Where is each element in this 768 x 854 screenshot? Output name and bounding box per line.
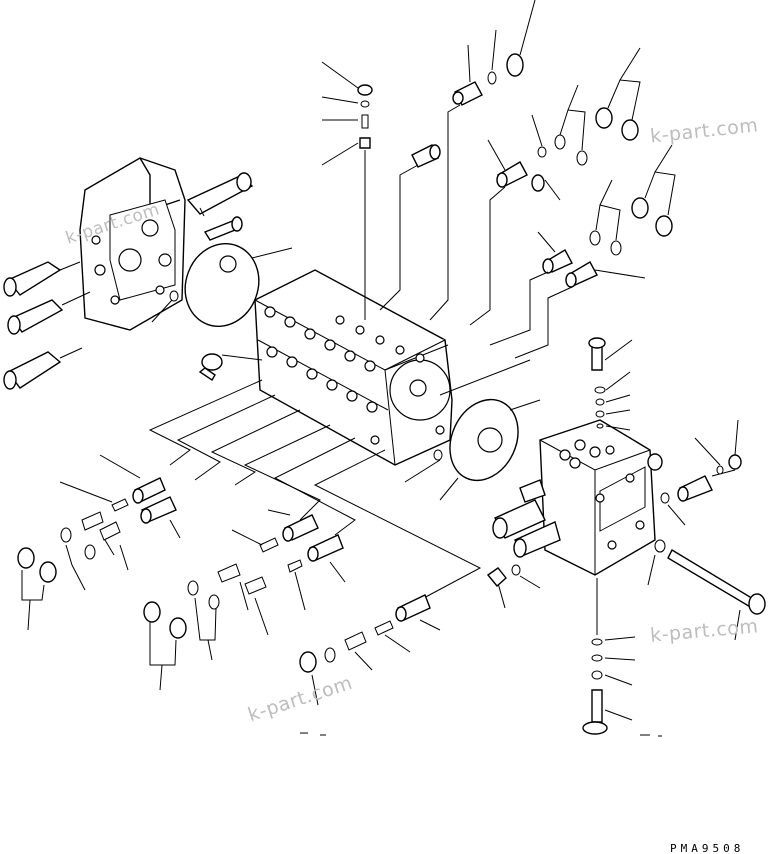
top-oring-pairs xyxy=(554,47,641,166)
top-plug-1 xyxy=(429,0,536,321)
top-poppet-stack xyxy=(321,61,373,320)
plug-right-top xyxy=(694,419,742,475)
spring-group-1 xyxy=(60,511,129,591)
spring-group-3 xyxy=(299,631,373,706)
top-fitting-center xyxy=(379,144,441,311)
relief-valve-upper-right xyxy=(186,172,254,217)
routing-lines xyxy=(148,359,531,601)
top-plug-2 xyxy=(469,114,561,326)
mid-plug-3 xyxy=(489,231,573,346)
valve-body-holes xyxy=(264,306,445,445)
long-bolt xyxy=(647,539,766,641)
spool-group-1 xyxy=(59,454,181,539)
mid-oring-pairs xyxy=(589,144,676,256)
relief-valve-left-2 xyxy=(7,291,91,335)
mid-plug-4 xyxy=(514,261,646,359)
fitting-right-1 xyxy=(677,469,736,502)
top-right-bolt-stack xyxy=(588,337,633,431)
bottom-stack xyxy=(582,578,636,735)
relief-valve-left-3 xyxy=(3,347,83,390)
plug-body-left xyxy=(198,353,263,381)
spool-group-3 xyxy=(374,594,441,653)
spring-group-2 xyxy=(187,563,269,661)
spool-group-2 xyxy=(231,509,346,611)
plug-group-1 xyxy=(17,547,57,631)
plug-group-2 xyxy=(143,601,187,691)
oring-right-1 xyxy=(660,492,686,526)
gasket-right xyxy=(439,398,541,501)
drawing-code: PMA9508 xyxy=(670,842,745,854)
relief-valve-left-1 xyxy=(3,261,81,297)
right-section-valve xyxy=(492,419,663,576)
main-valve-body xyxy=(254,269,453,466)
misc-leaders xyxy=(151,290,662,737)
relief-valve-upper-small xyxy=(203,216,243,241)
gasket-left xyxy=(184,242,293,328)
left-end-cover xyxy=(79,157,186,331)
